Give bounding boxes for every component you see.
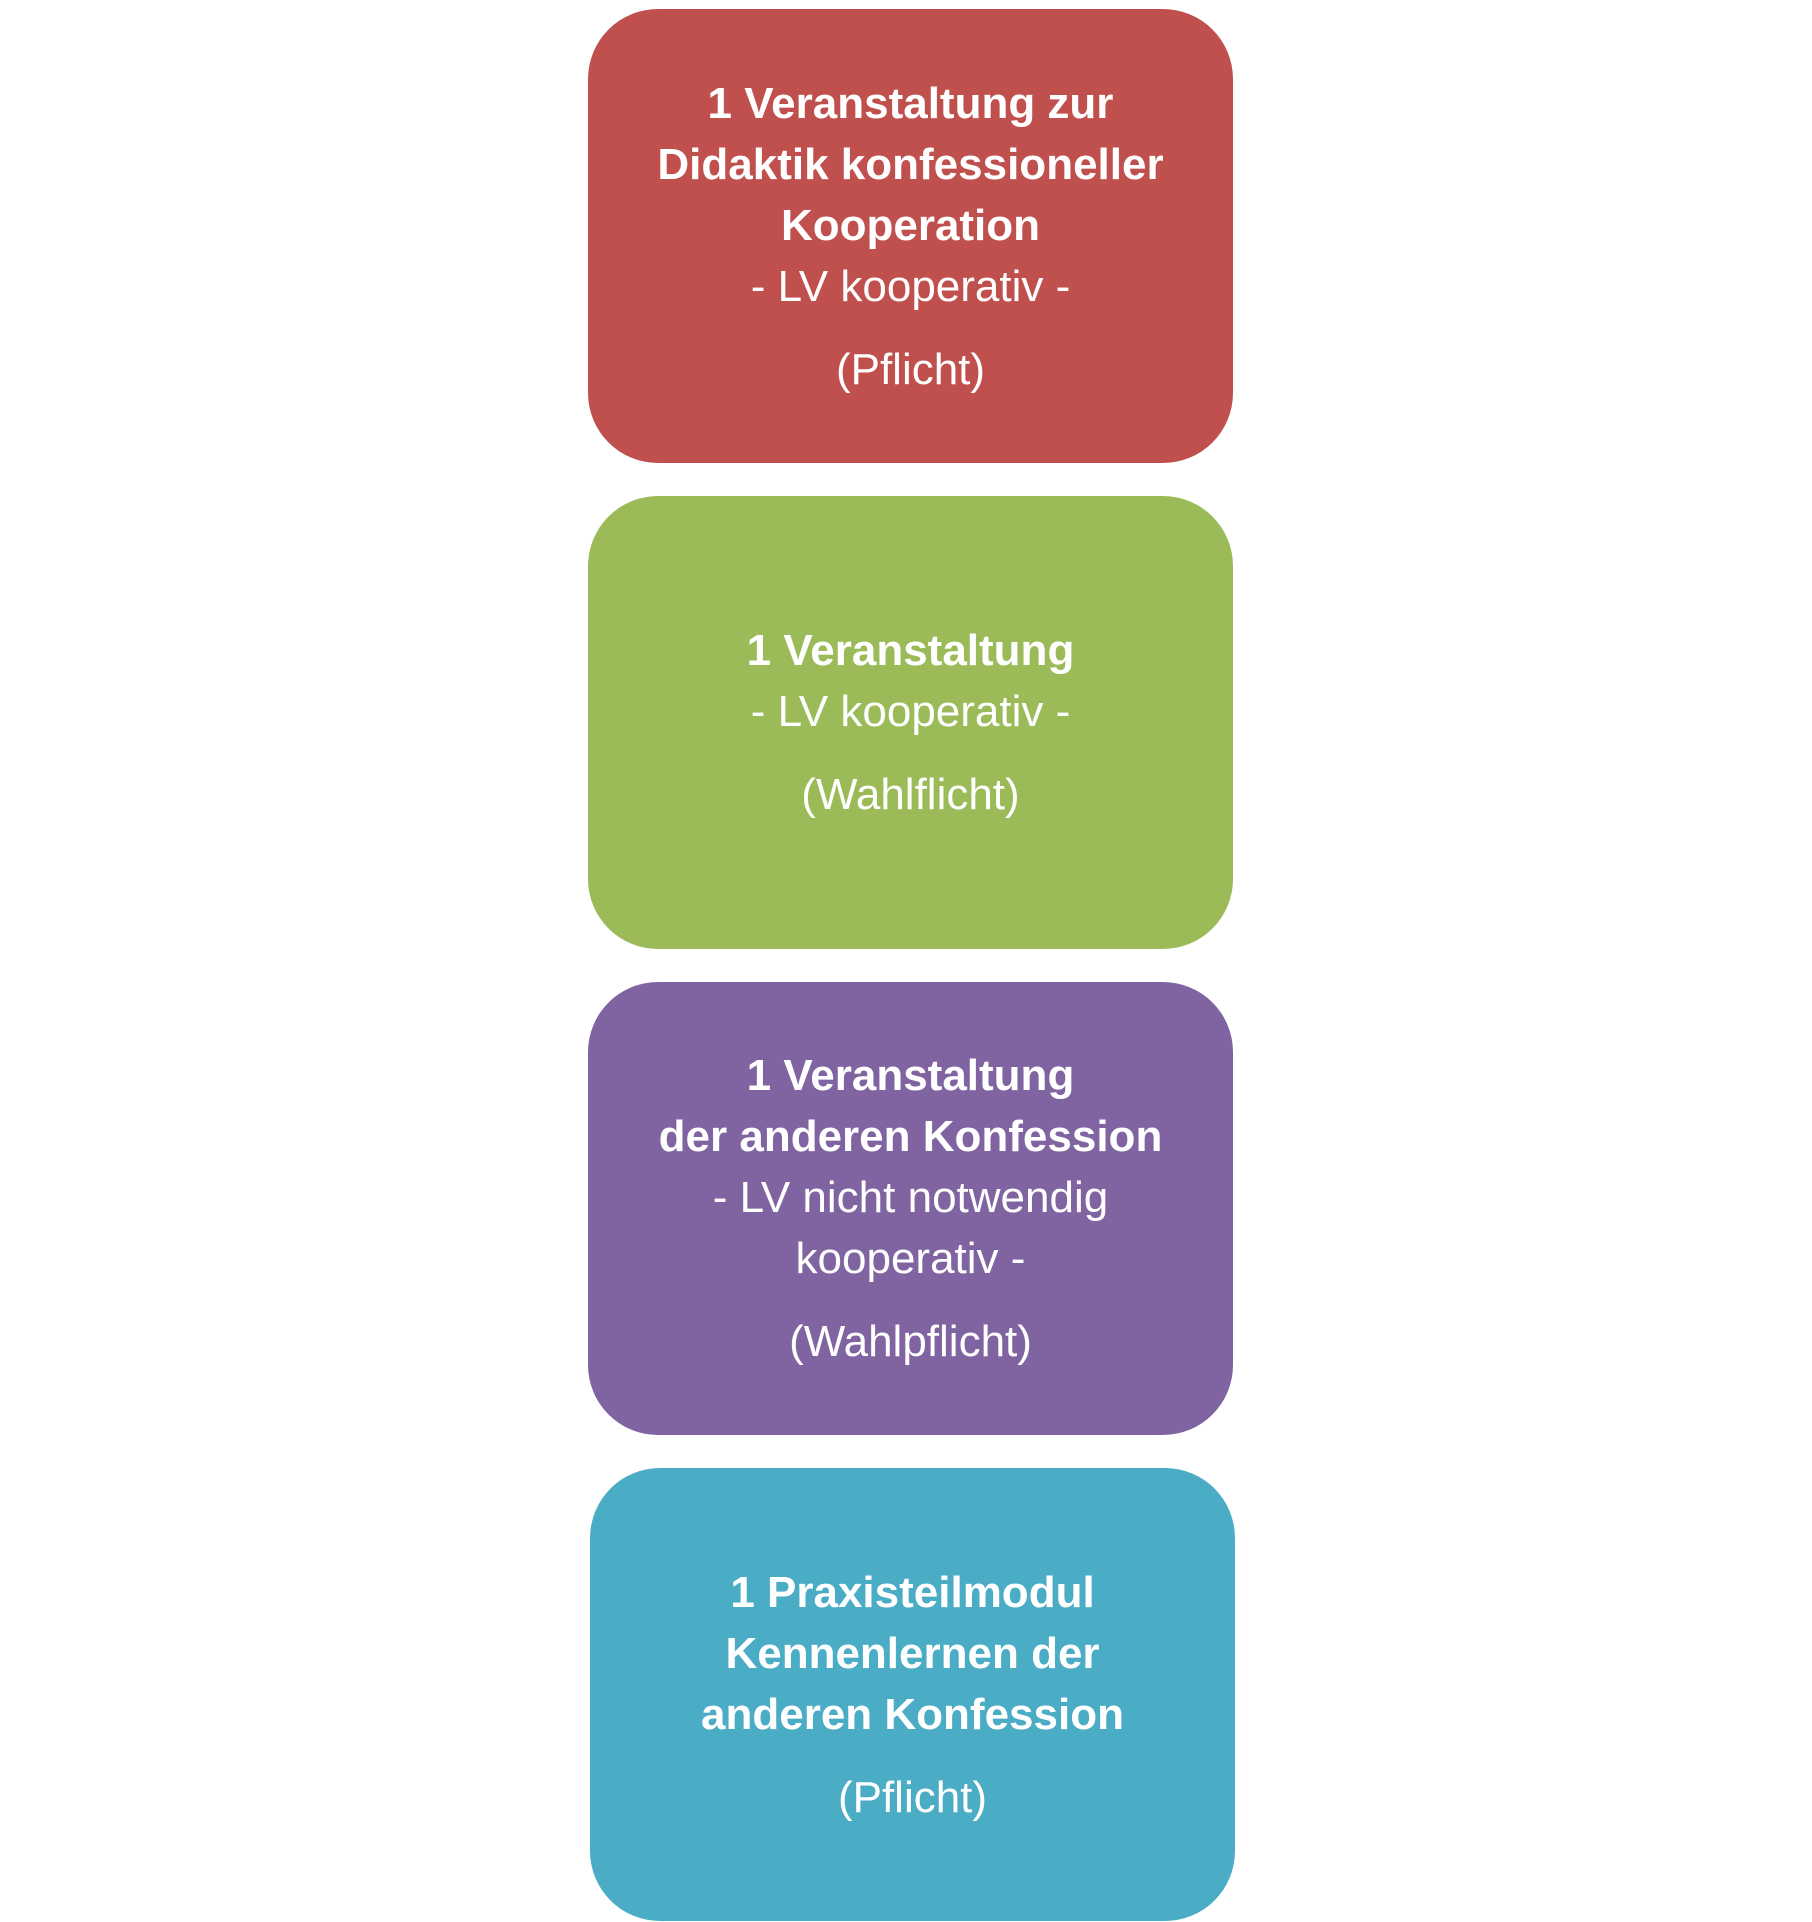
box-title-line: 1 Veranstaltung [746,626,1075,675]
box-title-line: 1 Praxisteilmodul [730,1567,1095,1617]
box-subtitle-line: kooperativ - [795,1234,1026,1283]
box-title-line: anderen Konfession [701,1689,1124,1739]
box-title-line: der anderen Konfession [658,1112,1163,1161]
box-title-line: 1 Veranstaltung zur [707,78,1114,128]
box-status: (Wahlpflicht) [789,1317,1032,1366]
box-title-line: 1 Veranstaltung [746,1051,1075,1100]
box-status: (Pflicht) [835,344,986,394]
box-subtitle-line: - LV nicht notwendig [712,1173,1109,1222]
box-subtitle-line: - LV kooperativ - [750,687,1071,736]
box-title-line: Kooperation [780,200,1041,250]
box-status: (Pflicht) [837,1772,988,1822]
box-title-line: Didaktik konfessioneller [657,139,1164,189]
box-status: (Wahlflicht) [801,770,1020,819]
module-box-veranstaltung: 1 Veranstaltung - LV kooperativ - (Wahlf… [588,496,1233,949]
module-box-andere-konfession: 1 Veranstaltung der anderen Konfession -… [588,982,1233,1435]
module-box-praxisteilmodul: 1 Praxisteilmodul Kennenlernen der ander… [590,1468,1235,1921]
module-box-didaktik: 1 Veranstaltung zur Didaktik konfessione… [588,9,1233,463]
box-title-line: Kennenlernen der [725,1628,1100,1678]
box-subtitle-line: - LV kooperativ - [750,261,1071,311]
